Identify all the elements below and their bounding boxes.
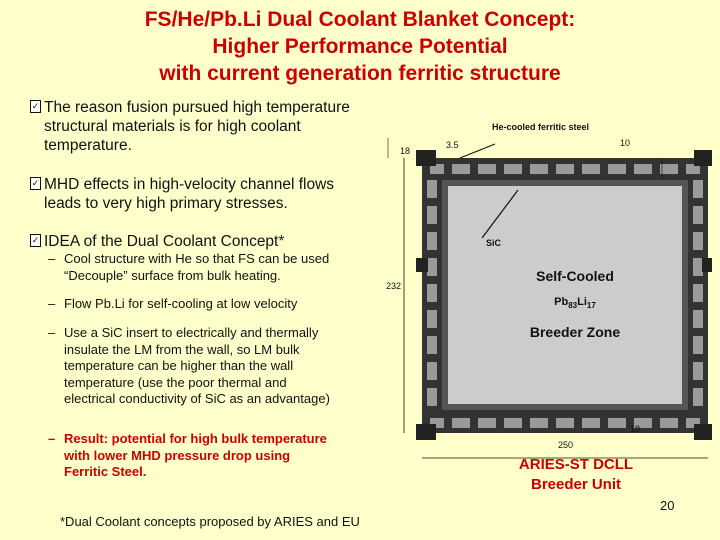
title-line-2: Higher Performance Potential bbox=[212, 35, 508, 58]
dash-bullet-icon: – bbox=[48, 296, 56, 311]
subbullet-line: Result: potential for high bulk temperat… bbox=[64, 431, 327, 446]
pbli-sub-83: 83 bbox=[568, 301, 578, 311]
dash-bullet-icon: – bbox=[48, 431, 56, 446]
zone-label-breeder-zone: Breeder Zone bbox=[529, 324, 621, 340]
bullet-line: structural materials is for high coolant bbox=[44, 118, 301, 135]
checkbox-bullet-icon: ✓ bbox=[30, 177, 41, 190]
bullet-line: IDEA of the Dual Coolant Concept* bbox=[44, 233, 285, 250]
pbli-formula: Pb83Li17 bbox=[500, 296, 650, 310]
subbullet-cool-structure: – Cool structure with He so that FS can … bbox=[48, 251, 330, 284]
checkbox-bullet-icon: ✓ bbox=[30, 100, 41, 113]
bullet-line: The reason fusion pursued high temperatu… bbox=[44, 99, 350, 116]
bullet-mhd-effects: ✓ MHD effects in high-velocity channel f… bbox=[30, 175, 335, 213]
cooling-channels bbox=[427, 164, 703, 428]
footnote: *Dual Coolant concepts proposed by ARIES… bbox=[60, 514, 360, 529]
subbullet-sic-insert: – Use a SiC insert to electrically and t… bbox=[48, 325, 330, 408]
he-cooled-steel-label: He-cooled ferritic steel bbox=[492, 122, 590, 132]
breeder-zone bbox=[448, 186, 682, 404]
title-line-1: FS/He/Pb.Li Dual Coolant Blanket Concept… bbox=[144, 8, 576, 31]
subbullet-line: Use a SiC insert to electrically and the… bbox=[64, 325, 319, 340]
title-line-3: with current generation ferritic structu… bbox=[159, 62, 561, 85]
page-number: 20 bbox=[660, 498, 675, 513]
pbli-sub-17: 17 bbox=[586, 301, 596, 311]
dash-bullet-icon: – bbox=[48, 325, 56, 340]
bullet-line: leads to very high primary stresses. bbox=[44, 195, 288, 212]
breeder-unit-diagram: He-cooled ferritic steel 18 3.5 10 SiC 2… bbox=[380, 98, 714, 476]
pbli-li: Li bbox=[577, 296, 587, 308]
subbullet-line: Ferritic Steel. bbox=[64, 464, 147, 479]
subbullet-result: – Result: potential for high bulk temper… bbox=[48, 431, 327, 481]
dim-18-top-label: 18 bbox=[400, 146, 411, 156]
subbullet-line: electrical conductivity of SiC as an adv… bbox=[64, 391, 330, 406]
dim-232-label: 232 bbox=[386, 281, 402, 291]
diagram-caption: ARIES-ST DCLL Breeder Unit bbox=[496, 455, 656, 495]
subbullet-line: Cool structure with He so that FS can be… bbox=[64, 251, 330, 266]
bullet-high-temperature: ✓ The reason fusion pursued high tempera… bbox=[30, 98, 350, 155]
he-pointer-line bbox=[459, 143, 496, 159]
caption-line-1: ARIES-ST DCLL bbox=[518, 456, 634, 473]
slide-title: FS/He/Pb.Li Dual Coolant Blanket Concept… bbox=[0, 6, 720, 87]
checkbox-bullet-icon: ✓ bbox=[30, 234, 41, 247]
dim-250-label: 250 bbox=[558, 440, 574, 450]
bullet-line: MHD effects in high-velocity channel flo… bbox=[44, 176, 335, 193]
subbullet-line: insulate the LM from the wall, so LM bul… bbox=[64, 341, 300, 357]
subbullet-line: temperature (use the poor thermal and bbox=[64, 374, 287, 390]
breeder-unit-drawing bbox=[387, 138, 714, 459]
corner-flanges bbox=[416, 150, 714, 440]
dim-18-bottom-label: 18 bbox=[630, 424, 641, 434]
sic-label: SiC bbox=[486, 238, 502, 248]
bullet-dual-coolant-idea: ✓ IDEA of the Dual Coolant Concept* bbox=[30, 232, 285, 251]
dim-10-label: 10 bbox=[620, 138, 631, 148]
subbullet-line: “Decouple” surface from bulk heating. bbox=[64, 267, 281, 283]
dash-bullet-icon: – bbox=[48, 251, 56, 266]
sic-pointer-line bbox=[481, 189, 519, 239]
subbullet-flow-pbli: – Flow Pb.Li for self-cooling at low vel… bbox=[48, 296, 298, 313]
bullet-line: temperature. bbox=[44, 137, 132, 154]
dim-3-5-label: 3.5 bbox=[446, 140, 459, 150]
pbli-pb: Pb bbox=[554, 296, 569, 308]
subbullet-line: temperature can be higher than the wall bbox=[64, 358, 294, 373]
subbullet-line: with lower MHD pressure drop using bbox=[64, 447, 291, 463]
zone-label-self-cooled: Self-Cooled bbox=[536, 268, 614, 284]
subbullet-line: Flow Pb.Li for self-cooling at low veloc… bbox=[64, 296, 298, 311]
caption-line-2: Breeder Unit bbox=[530, 476, 622, 493]
